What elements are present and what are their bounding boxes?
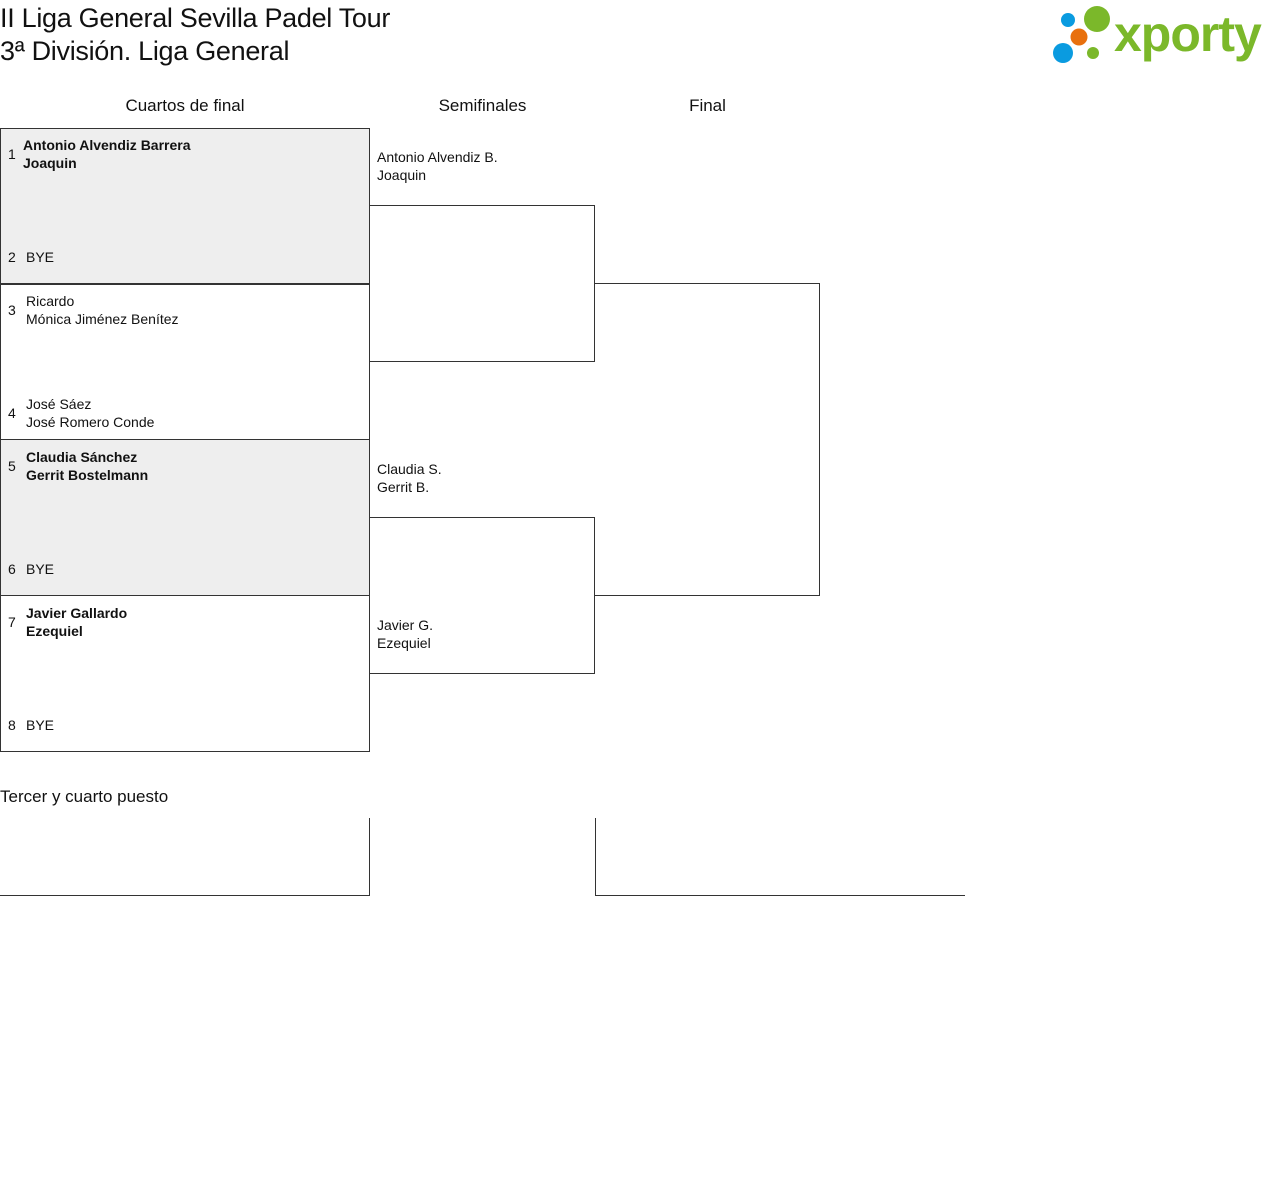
semifinal-team-1[interactable]: Antonio Alvendiz B.Joaquin — [377, 149, 498, 183]
third-place-result — [595, 818, 965, 896]
round-header-final: Final — [689, 96, 726, 115]
seed: 7 — [8, 614, 16, 630]
team-b: BYE — [26, 717, 55, 733]
seed: 6 — [8, 561, 16, 577]
team-b: BYE — [26, 249, 55, 265]
logo-dots-icon — [1053, 6, 1110, 63]
seed: 3 — [8, 302, 16, 318]
seed: 2 — [8, 249, 16, 265]
seed: 5 — [8, 458, 16, 474]
third-place-match — [0, 818, 370, 896]
team-b: BYE — [26, 561, 55, 577]
logo-text: xporty — [1114, 6, 1262, 62]
seed: 8 — [8, 717, 16, 733]
semifinal-bracket-2 — [370, 517, 595, 674]
xporty-logo: xporty — [1052, 4, 1276, 66]
round-header-semifinals: Semifinales — [438, 96, 527, 115]
semifinal-team-3[interactable]: Claudia S.Gerrit B. — [377, 461, 442, 495]
round-header-quarterfinals: Cuartos de final — [125, 96, 245, 115]
final-bracket — [595, 283, 820, 596]
seed: 1 — [8, 146, 16, 162]
tournament-title: II Liga General Sevilla Padel Tour — [0, 3, 391, 33]
third-place-title: Tercer y cuarto puesto — [0, 787, 169, 806]
seed: 4 — [8, 405, 16, 421]
semifinal-bracket-1 — [370, 205, 595, 362]
semifinal-team-4[interactable]: Javier G.Ezequiel — [377, 617, 434, 651]
division-title: 3ª División. Liga General — [0, 36, 290, 66]
